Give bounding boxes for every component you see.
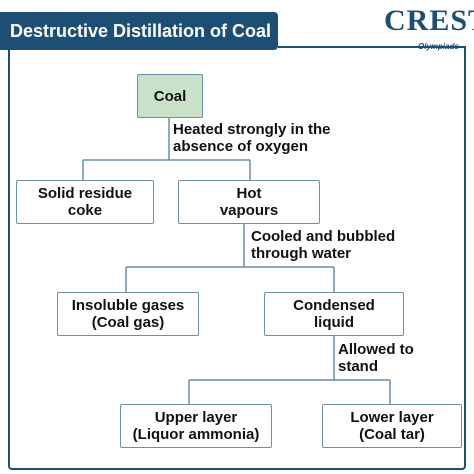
page-title: Destructive Distillation of Coal: [0, 12, 278, 50]
node-solid-residue: Solid residue coke: [16, 180, 154, 224]
logo-tagline: Olympiads: [418, 42, 459, 51]
edge-label-allowed: Allowed to stand: [338, 341, 414, 375]
node-insoluble-gases: Insoluble gases (Coal gas): [57, 292, 199, 336]
node-hot-vapours: Hot vapours: [178, 180, 320, 224]
frame-top-border: [278, 46, 466, 48]
logo-brand: CREST: [384, 4, 474, 37]
node-condensed-liquid: Condensed liquid: [264, 292, 404, 336]
edge-label-cooled: Cooled and bubbled through water: [251, 228, 396, 262]
node-coal: Coal: [137, 74, 203, 118]
node-upper-layer: Upper layer (Liquor ammonia): [120, 404, 272, 448]
node-lower-layer: Lower layer (Coal tar): [322, 404, 462, 448]
crest-logo: CREST Olympiads: [384, 4, 474, 54]
edge-label-heated: Heated strongly in the absence of oxygen: [173, 121, 331, 155]
diagram-frame: [8, 46, 466, 470]
